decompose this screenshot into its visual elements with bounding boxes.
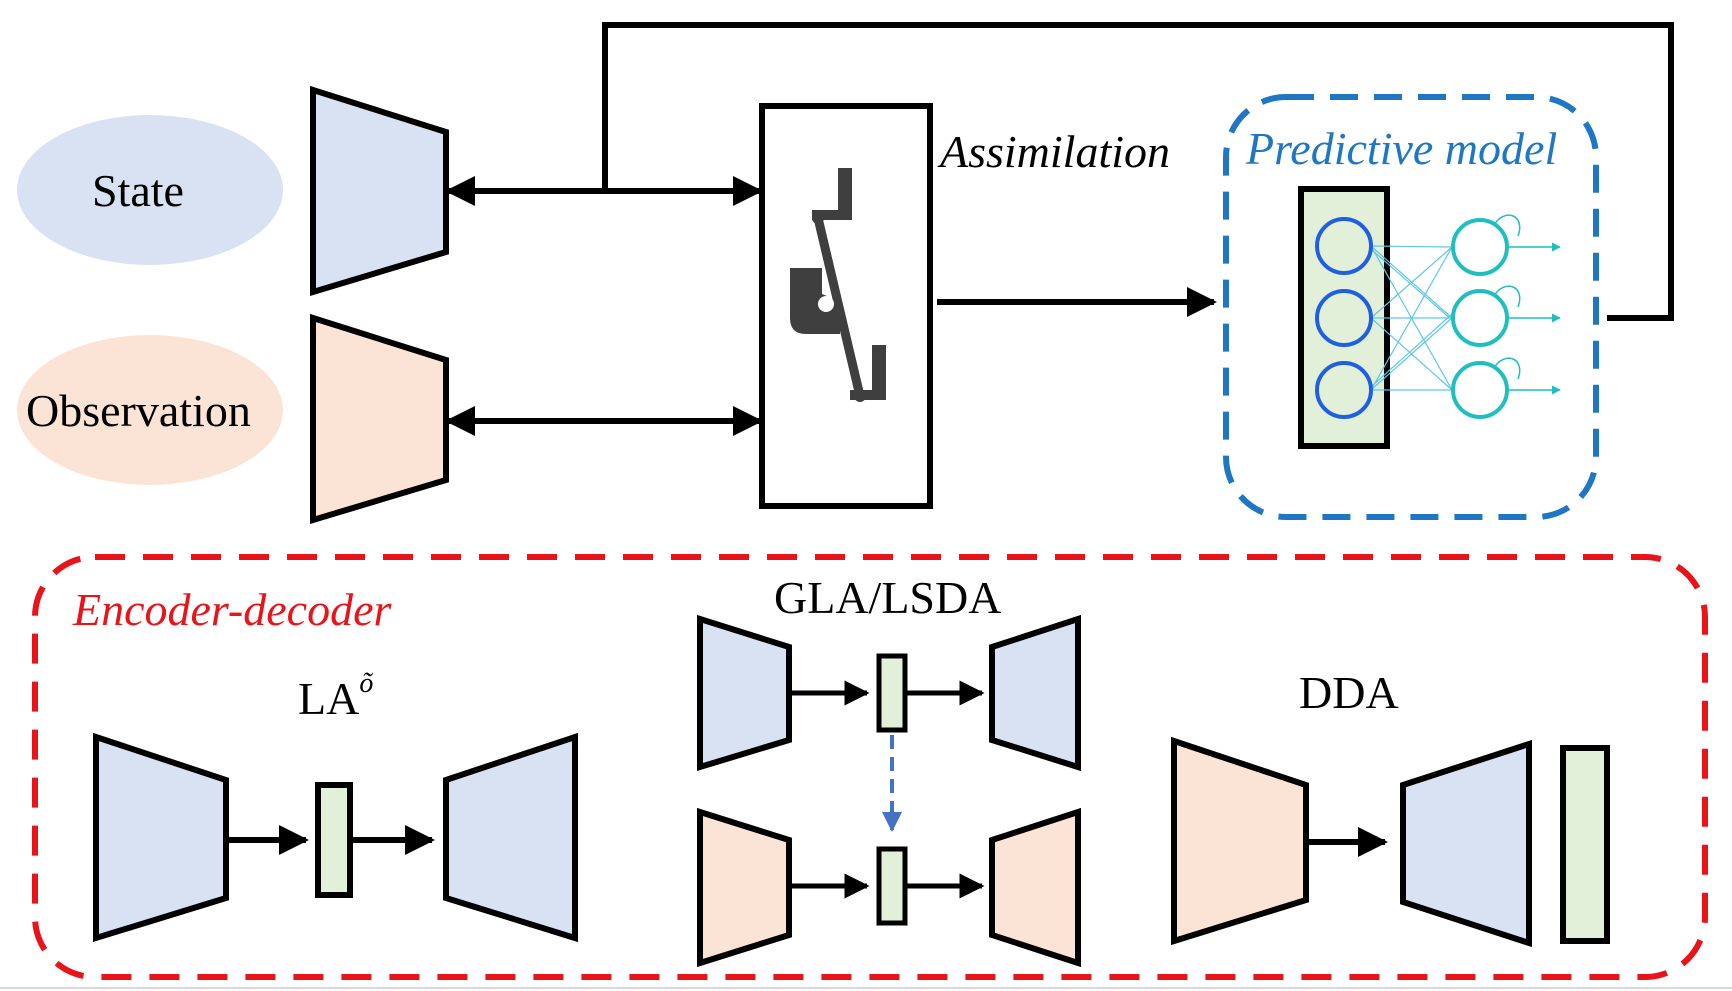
observation-ellipse [17, 335, 283, 485]
feedback-loop-line [602, 22, 1674, 321]
assimilation-label: Assimilation [940, 126, 1171, 177]
dda-latent [1560, 745, 1610, 944]
state-encoder [310, 85, 449, 297]
predictive-model-frame [1223, 94, 1599, 520]
la-label-superscript: õ [359, 668, 374, 699]
gla-state-encoder [697, 614, 792, 772]
gla-observation-latent [876, 846, 908, 926]
la-label: LAõ [298, 670, 373, 722]
neural-network-icon [1298, 186, 1561, 449]
gla-state-latent [876, 653, 908, 733]
gla-observation-decoder [989, 807, 1081, 968]
dda-label: DDA [1299, 667, 1399, 718]
predictive-model-label: Predictive model [1246, 123, 1558, 174]
dda-decoder [1400, 739, 1532, 948]
assimilation-box [759, 103, 933, 509]
gla-state-decoder [989, 614, 1081, 772]
dda-encoder [1171, 736, 1309, 946]
balance-scale-icon [790, 168, 886, 402]
la-decoder [443, 732, 578, 943]
observation-label: Observation [26, 385, 251, 436]
gla-lsda-label: GLA/LSDA [774, 572, 1002, 623]
state-label: State [92, 165, 184, 216]
state-ellipse [17, 115, 283, 265]
la-label-base: LA [298, 673, 360, 724]
encoder-decoder-frame [32, 554, 1708, 980]
encoder-decoder-label: Encoder-decoder [73, 584, 392, 635]
la-latent [315, 782, 353, 898]
la-encoder [93, 732, 229, 943]
gla-observation-encoder [697, 807, 792, 968]
observation-encoder [310, 313, 449, 525]
